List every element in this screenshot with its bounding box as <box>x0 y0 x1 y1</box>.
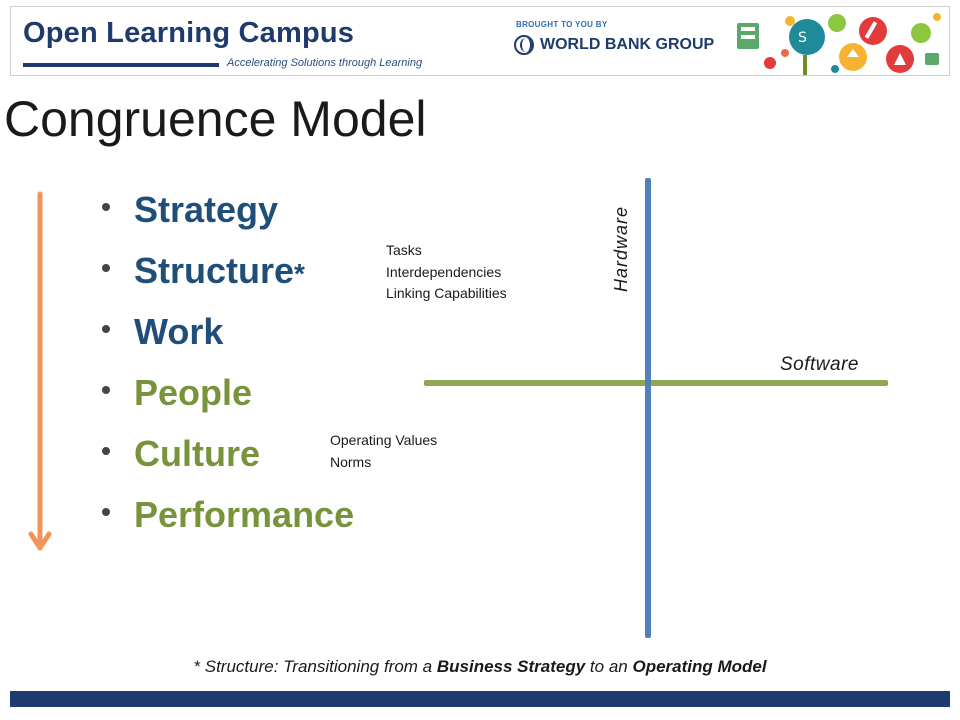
hardware-notes: Tasks Interdependencies Linking Capabili… <box>386 240 507 305</box>
bullet-dot <box>102 203 110 211</box>
sponsor-logo: WORLD BANK GROUP <box>514 35 714 55</box>
bullet-dot <box>102 264 110 272</box>
software-axis <box>424 380 888 386</box>
globe-icon <box>514 35 534 55</box>
sponsor-name: WORLD BANK GROUP <box>540 36 715 53</box>
note-line: Tasks <box>386 242 422 258</box>
slide-title: Congruence Model <box>4 91 427 147</box>
brand-title: Open Learning Campus <box>23 17 355 49</box>
bullet-dot <box>102 447 110 455</box>
header-banner: Open Learning Campus Accelerating Soluti… <box>10 6 950 76</box>
note-line: Interdependencies <box>386 263 502 280</box>
sponsor-caption: BROUGHT TO YOU BY <box>516 20 608 29</box>
bullet-label: Work <box>134 311 224 352</box>
down-arrow-icon <box>28 191 52 551</box>
list-item: Performance <box>102 493 354 554</box>
footnote-prefix: * Structure: Transitioning from a <box>193 657 437 676</box>
bullet-dot <box>102 325 110 333</box>
bullet-label: Performance <box>134 494 355 535</box>
bottom-bar <box>10 691 950 707</box>
brand-underline <box>23 63 219 67</box>
asterisk-marker: * <box>294 258 305 289</box>
footnote: * Structure: Transitioning from a Busine… <box>0 657 960 677</box>
learning-icons-decoration: S <box>737 13 941 75</box>
list-item: People <box>102 371 354 432</box>
note-line: Linking Capabilities <box>386 285 507 301</box>
note-line: Operating Values <box>330 432 438 448</box>
svg-text:S: S <box>798 30 807 46</box>
software-axis-label: Software <box>780 354 859 375</box>
bullet-label: Culture <box>134 433 260 474</box>
bullet-dot <box>102 508 110 516</box>
hardware-axis-label: Hardware <box>611 205 631 292</box>
footnote-bold-business-strategy: Business Strategy <box>436 657 586 676</box>
footnote-bold-operating-model: Operating Model <box>632 657 767 676</box>
list-item: Work <box>102 310 354 371</box>
brand-tagline: Accelerating Solutions through Learning <box>227 57 423 69</box>
list-item: Structure* <box>102 249 354 310</box>
bullet-label: Strategy <box>134 189 279 230</box>
list-item: Strategy <box>102 188 354 249</box>
list-item: Culture <box>102 432 354 493</box>
bullet-dot <box>102 386 110 394</box>
bullet-label: People <box>134 372 253 413</box>
congruence-elements-list: Strategy Structure* Work People Culture … <box>102 188 354 554</box>
software-notes: Operating Values Norms <box>330 430 437 473</box>
footnote-middle: to an <box>585 657 633 676</box>
note-line: Norms <box>330 453 372 470</box>
hardware-axis <box>645 178 651 638</box>
bullet-label: Structure <box>134 250 295 291</box>
